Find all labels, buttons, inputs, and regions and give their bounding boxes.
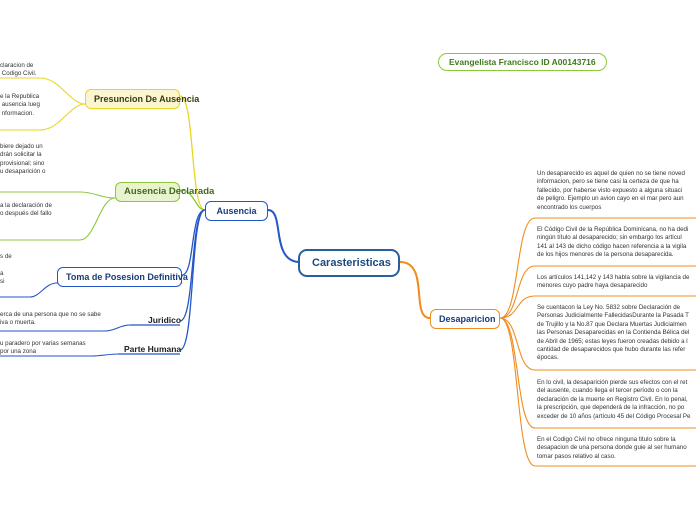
connector-presuncion: [179, 95, 206, 211]
presuncion-note-bottom: e la Republica ausencia luego de nformac…: [0, 93, 40, 117]
desaparicion-note-3: Los artículos 141,142 y 143 habla sobre …: [537, 274, 690, 290]
desaparicion-note-2: El Código Civil de la República Dominica…: [537, 226, 689, 259]
connector-parte-humana: [179, 209, 206, 351]
connector-toma: [181, 209, 206, 276]
presuncion-note-top: claracion de Codigo Civil.: [0, 62, 37, 78]
topic-presuncion-de-ausencia[interactable]: Presuncion De Ausencia: [85, 89, 199, 109]
desaparicion-note-5: En lo civil, la desaparición pierde sus …: [537, 379, 691, 420]
desaparicion-note-6: En el Codigo Civil no ofrece ninguna tit…: [537, 436, 687, 460]
topic-juridico[interactable]: Juridico: [148, 315, 182, 325]
declarada-note-bottom: a la declaración de o después del fallo: [0, 202, 52, 218]
declarada-note-top: biere dejado un drán solicitar la provis…: [0, 143, 46, 176]
toma-note: s de a si: [0, 253, 12, 286]
root-topic[interactable]: Carasteristicas: [298, 249, 400, 277]
author-name-tag[interactable]: Evangelista Francisco ID A00143716: [438, 53, 607, 71]
connector-juridico: [179, 209, 206, 322]
connector-root-ausencia: [267, 209, 301, 263]
topic-parte-humana[interactable]: Parte Humana: [124, 344, 182, 354]
topic-desaparicion[interactable]: Desaparicion: [430, 309, 500, 329]
desaparicion-note-1: Un desaparecido es aquel de quien no se …: [537, 170, 685, 211]
topic-ausencia-declarada[interactable]: Ausencia Declarada: [115, 182, 214, 202]
desaparicion-note-4: Se cuentacon la Ley No. 5832 sobre Decla…: [537, 304, 690, 362]
juridico-note: erca de una persona que no se sabe iva o…: [0, 311, 101, 327]
parte-humana-note: u paradero por varias semanas por una zo…: [0, 340, 86, 356]
topic-toma-de-posesion-definitiva[interactable]: Toma de Posesion Definitiva: [57, 267, 188, 287]
topic-ausencia[interactable]: Ausencia: [205, 201, 268, 221]
connector-declarada: [179, 189, 206, 211]
connector-root-desaparicion: [399, 261, 431, 319]
